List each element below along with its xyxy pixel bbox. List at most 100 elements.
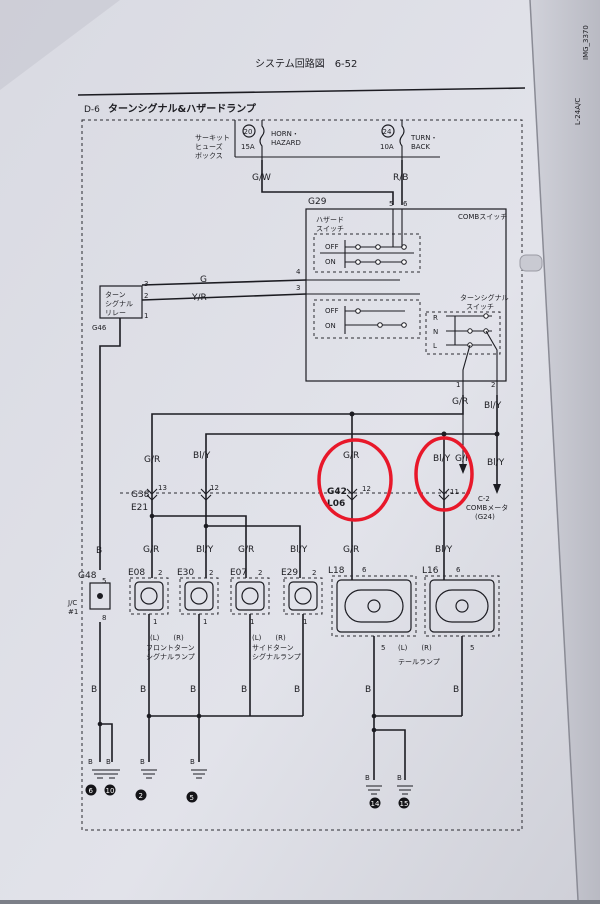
ground-15: B 15 bbox=[397, 774, 413, 809]
section-title: ターンシグナル&ハザードランプ bbox=[108, 102, 257, 115]
comb-switch-box bbox=[305, 208, 507, 382]
turn-switch-right bbox=[425, 311, 501, 355]
fuse-24-rating: 10A bbox=[380, 143, 394, 151]
highlight-circle-g42 bbox=[317, 438, 393, 522]
comb-pin-5: 5 bbox=[389, 200, 393, 208]
ground-15-wire: B bbox=[397, 774, 402, 782]
relay-pin-3: 3 bbox=[144, 280, 148, 288]
wire-b-4: B bbox=[241, 685, 247, 695]
ground-15-id: 15 bbox=[400, 800, 409, 808]
wire-gr-left: G/R bbox=[144, 455, 160, 465]
ground-6-id: 6 bbox=[89, 787, 94, 795]
junction-connector: G48 5 8 J/C #1 bbox=[67, 571, 111, 622]
meter-label-1: C-2 bbox=[478, 495, 490, 503]
lamp-l18: L18 6 5 bbox=[328, 566, 417, 652]
wire-gr-switch: G/R bbox=[452, 397, 468, 407]
page-header: システム回路図 6-52 bbox=[255, 57, 357, 70]
fuse-20-name-2: HAZARD bbox=[271, 139, 301, 147]
lamp-l16-pin-6: 6 bbox=[456, 566, 461, 574]
relay-label-3: リレー bbox=[105, 309, 126, 317]
fuse-20-name-1: HORN・ bbox=[271, 130, 299, 138]
jc-connector: G48 bbox=[78, 571, 97, 581]
jc-pin-8: 8 bbox=[102, 614, 106, 622]
comb-pin-6: 6 bbox=[403, 200, 408, 208]
meter-pin: 11 bbox=[450, 488, 459, 496]
meter-label-2: COMBメータ bbox=[466, 503, 508, 512]
lamp-l18-id: L18 bbox=[328, 566, 345, 576]
relay-pin-1: 1 bbox=[144, 312, 148, 320]
relay-ground-wire bbox=[99, 318, 121, 570]
turn-label-2: スイッチ bbox=[466, 303, 494, 311]
ground-6-wire: B bbox=[88, 758, 93, 766]
comb-pin-3: 3 bbox=[296, 284, 300, 292]
relay-wire-g: G bbox=[200, 275, 207, 285]
fuse-20-symbol bbox=[259, 120, 265, 160]
l18-wire: G/R bbox=[343, 545, 359, 555]
wire-rb-label: R/B bbox=[393, 173, 408, 183]
lamp-e29-pin-2: 2 bbox=[312, 569, 316, 577]
lamp-e30-id: E30 bbox=[177, 568, 194, 578]
fuse-box-label-l1: サーキット bbox=[195, 134, 230, 142]
ground-14-wire: B bbox=[365, 774, 370, 782]
highlight-circle-meter bbox=[414, 436, 474, 512]
ground-14-id: 14 bbox=[371, 800, 380, 808]
lamp-l18-pin-5: 5 bbox=[381, 644, 385, 652]
hazard-label-2: スイッチ bbox=[316, 225, 344, 233]
diagram-frame bbox=[81, 119, 523, 831]
lamp-l18-pin-6: 6 bbox=[362, 566, 367, 574]
e29-wire: Bl/Y bbox=[290, 545, 308, 555]
comb-switch: G29 5 6 COMBスイッチ ハザード スイッチ OFF ON ターンシグナ… bbox=[305, 197, 509, 395]
ground-2-id: 2 bbox=[139, 792, 143, 800]
side-label-3: シグナルランプ bbox=[252, 652, 301, 661]
fuse-box: サーキット ヒューズ ボックス 20 15A HORN・ HAZARD 24 1… bbox=[195, 120, 440, 160]
wire-b-6: B bbox=[365, 685, 371, 695]
next-page-label: L-24A/C bbox=[574, 98, 582, 125]
g38-pin-13: 13 bbox=[158, 484, 167, 492]
wire-gr-center: G/R bbox=[343, 451, 359, 461]
jc-label-2: #1 bbox=[68, 608, 78, 616]
photo-tag: IMG_3370 bbox=[582, 25, 590, 60]
wire-b-7: B bbox=[453, 685, 459, 695]
turn-l: L bbox=[433, 342, 437, 350]
relay-wire-yr: Y/R bbox=[191, 293, 207, 303]
side-label-1: (L) (R) bbox=[252, 634, 286, 642]
lamp-e08-id: E08 bbox=[128, 568, 145, 578]
wire-gr-right: G/R bbox=[455, 454, 471, 464]
lamp-e07: E07 2 1 bbox=[230, 568, 270, 626]
turn-signal-relay: ターン シグナル リレー G46 3 2 1 G Y/R 4 3 bbox=[92, 268, 420, 570]
comb-pin-2: 2 bbox=[491, 381, 495, 389]
tail-label-1: (L) (R) bbox=[398, 644, 432, 652]
tail-label-2: テールランプ bbox=[398, 658, 440, 666]
lamp-e07-pin-2: 2 bbox=[258, 569, 262, 577]
ground-5-wire: B bbox=[190, 758, 195, 766]
hazard-on: ON bbox=[325, 258, 336, 266]
lamp-l16-id: L16 bbox=[422, 566, 439, 576]
lamp-l16-pin-5: 5 bbox=[470, 644, 474, 652]
wire-b-3: B bbox=[190, 685, 196, 695]
lamp-e08-pin-2: 2 bbox=[158, 569, 162, 577]
turn-label-1: ターンシグナル bbox=[460, 293, 509, 302]
lamp-e07-pin-1: 1 bbox=[250, 618, 254, 626]
turn-on: ON bbox=[325, 322, 336, 330]
g42-pin: 12 bbox=[362, 485, 371, 493]
fuse-20-rating: 15A bbox=[241, 143, 255, 151]
relay-connector: G46 bbox=[92, 324, 107, 332]
side-label-2: サイドターン bbox=[252, 643, 294, 652]
ground-5: B 5 bbox=[186, 758, 207, 803]
ground-5-id: 5 bbox=[190, 794, 194, 802]
connector-l06: L06 bbox=[327, 499, 345, 509]
meter-label-3: (G24) bbox=[475, 513, 495, 521]
e30-wire: Bl/Y bbox=[196, 545, 214, 555]
e07-wire: G/R bbox=[238, 545, 254, 555]
fuse-box-label-l2: ヒューズ bbox=[195, 142, 223, 151]
fuse-box-label-l3: ボックス bbox=[195, 152, 223, 160]
wire-bly-out: Bl/Y bbox=[487, 458, 505, 468]
jc-pin-5: 5 bbox=[102, 577, 106, 585]
hazard-off: OFF bbox=[325, 243, 339, 251]
e08-wire: G/R bbox=[143, 545, 159, 555]
section-code: D-6 bbox=[84, 105, 100, 115]
comb-pin-4: 4 bbox=[296, 268, 301, 276]
relay-label-2: シグナル bbox=[105, 299, 133, 308]
